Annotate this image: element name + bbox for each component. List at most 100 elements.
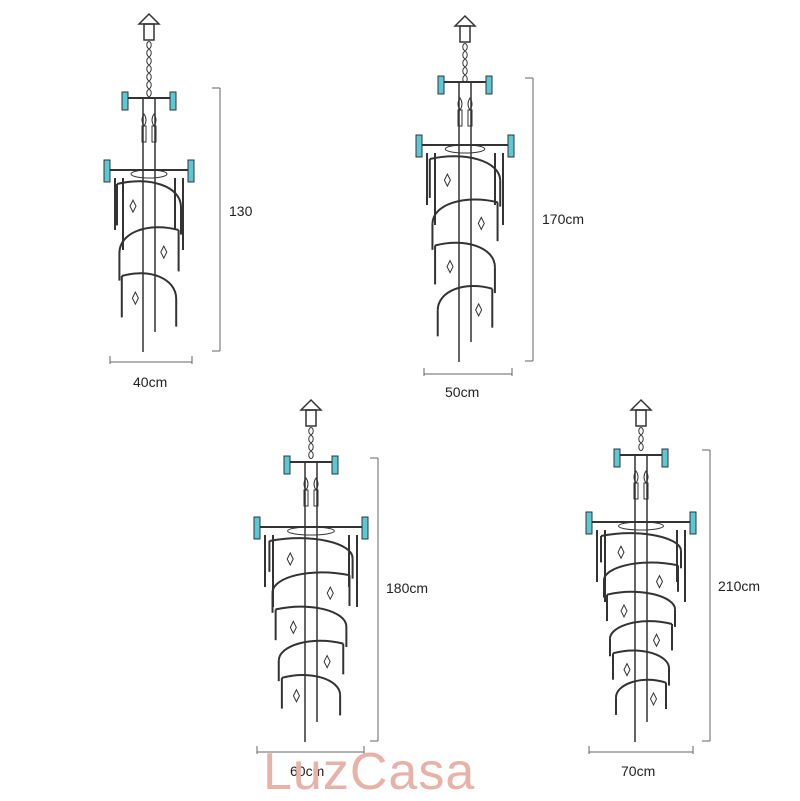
chain-link [308, 435, 314, 443]
height-label-c: 180cm [386, 580, 429, 596]
candle-body [633, 482, 639, 500]
canopy-stem [143, 23, 155, 41]
crystal-drop [620, 603, 628, 619]
spiral-arm [429, 155, 502, 181]
spiral-arm [609, 620, 673, 639]
chain-link [462, 59, 468, 67]
crystal-drop [160, 244, 168, 260]
crystal-prism [485, 75, 493, 95]
chain-link [146, 73, 152, 81]
chain-link [146, 81, 152, 89]
spiral-arm [612, 649, 670, 669]
dimension-lines-a [109, 87, 221, 364]
chain-link [146, 65, 152, 73]
spiral-arm [271, 571, 350, 593]
chain-link [462, 51, 468, 59]
chandelier-drawing-d [585, 398, 697, 742]
crystal-drop [477, 216, 485, 231]
crystal-prism [103, 159, 111, 183]
spiral-arm [431, 198, 498, 224]
crystal-drop [289, 620, 297, 635]
candle-body [643, 482, 649, 500]
crystal-prism [187, 159, 195, 183]
spiral-arm [118, 226, 179, 254]
chain-link [308, 427, 314, 435]
crystal-drop [131, 290, 139, 306]
crystal-prism [169, 91, 177, 111]
chandelier-drawing-a [103, 12, 195, 352]
crystal-drop [617, 545, 625, 560]
crystal-prism [361, 516, 369, 540]
crystal-prism [437, 75, 445, 95]
chain-link [146, 41, 152, 49]
dimension-lines-b [423, 77, 534, 376]
canopy-stem [635, 409, 647, 427]
height-label-d: 210cm [718, 578, 761, 594]
chain-link [308, 443, 314, 451]
spiral-arm [603, 561, 679, 581]
candle-body [141, 125, 147, 143]
crystal-drop [446, 259, 454, 274]
arm-ring [287, 526, 335, 536]
spiral-arm [116, 180, 182, 208]
crystal-prism [613, 448, 621, 468]
crystal-drop [652, 633, 661, 648]
arm-ring [444, 144, 486, 154]
brand-watermark: LuzCasa [263, 743, 476, 801]
arm-ring [618, 521, 664, 531]
crystal-drop [443, 173, 451, 188]
candle-body [467, 109, 473, 127]
crystal-prism [689, 511, 697, 535]
spiral-arm [275, 605, 348, 627]
spiral-arm [281, 673, 342, 696]
dimension-lines-d [588, 449, 711, 754]
chain-link [146, 89, 152, 97]
crystal-prism [585, 511, 593, 535]
crystal-prism [121, 91, 129, 111]
crystal-prism [283, 455, 291, 475]
crystal-prism [331, 455, 339, 475]
width-label-a: 40cm [133, 374, 168, 390]
crystal-prism [507, 134, 515, 158]
spiral-arm [606, 590, 676, 610]
arm-ring [130, 169, 168, 179]
chain-link [462, 67, 468, 75]
spiral-arm [434, 241, 496, 268]
chain-link [638, 427, 644, 435]
crystal-drop [655, 574, 664, 589]
width-label-b: 50cm [445, 384, 480, 400]
spiral-arm [615, 678, 667, 698]
crystal-prism [415, 134, 423, 158]
crystal-drop [323, 654, 331, 669]
ceiling-canopy [137, 12, 161, 25]
candle-body [151, 125, 157, 143]
height-label-b: 170cm [542, 211, 585, 227]
candle-body [457, 109, 463, 127]
ceiling-canopy [629, 398, 653, 411]
crystal-drop [286, 551, 294, 567]
chain-link [308, 451, 314, 459]
canopy-stem [459, 25, 471, 43]
height-label-a: 130 [229, 203, 253, 219]
chandelier-drawing-b [415, 14, 515, 362]
chain-link [146, 57, 152, 65]
chain-link [638, 435, 644, 443]
chain-link [146, 49, 152, 57]
candle-body [303, 489, 309, 507]
crystal-drop [326, 586, 334, 601]
width-label-c: 60cm [290, 763, 325, 779]
chandelier-drawing-c [253, 398, 369, 742]
chain-link [462, 43, 468, 51]
crystal-prism [661, 448, 669, 468]
spiral-arm [269, 537, 354, 559]
crystal-drop [129, 198, 137, 214]
width-label-d: 70cm [621, 763, 656, 779]
canopy-stem [305, 409, 317, 427]
spiral-arm [277, 639, 344, 661]
crystal-drop [475, 302, 483, 318]
spiral-arm [121, 272, 178, 300]
spiral-arm [600, 532, 682, 551]
chain-link [638, 443, 644, 451]
